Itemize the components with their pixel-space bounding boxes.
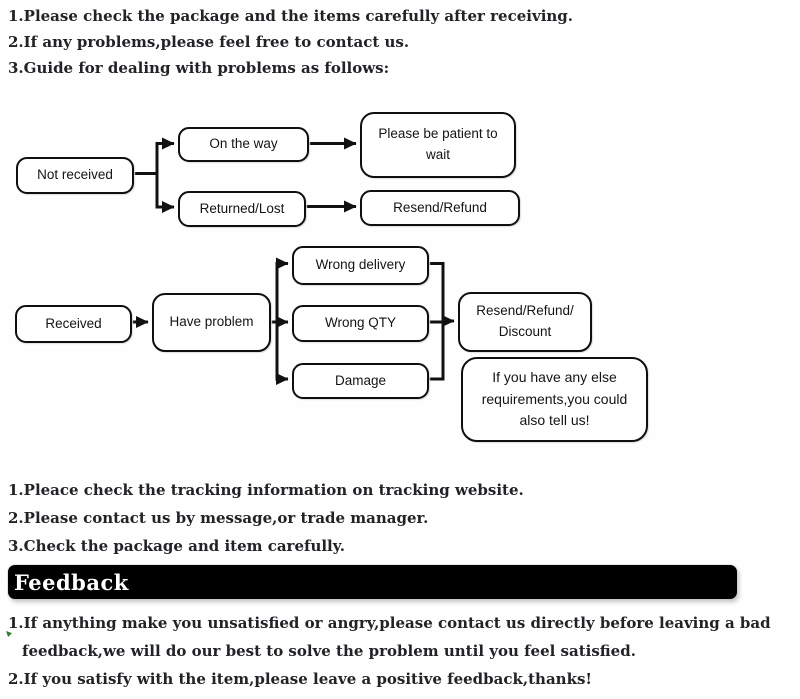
steps-line-2: 2.Please contact us by message,or trade …: [8, 509, 429, 527]
flowchart-box-label: Resend/Refund: [393, 199, 487, 215]
flowchart-box-label: Returned/Lost: [199, 200, 285, 216]
flowchart-connectors: [128, 137, 455, 385]
flowchart-box-have-problem: Have problem: [152, 293, 271, 352]
feedback-banner-title: Feedback: [14, 569, 129, 595]
flowchart-box-resend-refund-discount: Resend/Refund/ Discount: [458, 292, 592, 352]
flowchart-box-wrong-qty: Wrong QTY: [292, 305, 429, 342]
flowchart-box-label: Wrong delivery: [315, 257, 406, 273]
flowchart-box-label: If you have any else requirements,you co…: [481, 368, 628, 429]
intro-line-2: 2.If any problems,please feel free to co…: [8, 33, 410, 51]
steps-list: 1.Pleace check the tracking information …: [8, 476, 524, 560]
feedback-line-1-cont: feedback,we will do our best to solve th…: [22, 642, 636, 660]
flowchart-box-returned-lost: Returned/Lost: [178, 191, 306, 227]
flowchart: Not received On the way Please be patien…: [0, 100, 800, 460]
flowchart-box-on-the-way: On the way: [178, 127, 309, 162]
flowchart-box-label: Damage: [334, 372, 387, 388]
steps-line-1: 1.Pleace check the tracking information …: [8, 481, 524, 499]
intro-list: 1.Please check the package and the items…: [8, 3, 573, 81]
flowchart-box-damage: Damage: [292, 363, 429, 399]
flowchart-box-label: Not received: [37, 167, 113, 183]
feedback-line-2: 2.If you satisfy with the item,please le…: [8, 670, 593, 688]
flowchart-box-label: Received: [45, 315, 102, 331]
feedback-list: 1.If anything make you unsatisfied or an…: [8, 609, 771, 693]
flowchart-box-label: Resend/Refund/ Discount: [476, 303, 574, 339]
flowchart-box-not-received: Not received: [16, 157, 134, 194]
flowchart-box-received: Received: [15, 305, 132, 343]
flowchart-box-be-patient: Please be patient to wait: [360, 112, 516, 178]
flowchart-box-wrong-delivery: Wrong delivery: [292, 246, 429, 285]
flowchart-box-label: Have problem: [169, 314, 254, 330]
feedback-banner: Feedback: [8, 565, 737, 599]
green-tick-mark: [6, 631, 12, 637]
intro-line-1: 1.Please check the package and the items…: [8, 7, 574, 25]
feedback-line-1: 1.If anything make you unsatisfied or an…: [8, 614, 771, 632]
steps-line-3: 3.Check the package and item carefully.: [8, 537, 345, 555]
flowchart-box-resend-refund: Resend/Refund: [360, 190, 520, 226]
flowchart-box-label: On the way: [209, 136, 278, 152]
flowchart-box-label: Wrong QTY: [324, 315, 397, 331]
flowchart-box-other-requirements: If you have any else requirements,you co…: [461, 357, 648, 442]
intro-line-3: 3.Guide for dealing with problems as fol…: [8, 59, 390, 77]
flowchart-box-label: Please be patient to wait: [378, 126, 498, 162]
